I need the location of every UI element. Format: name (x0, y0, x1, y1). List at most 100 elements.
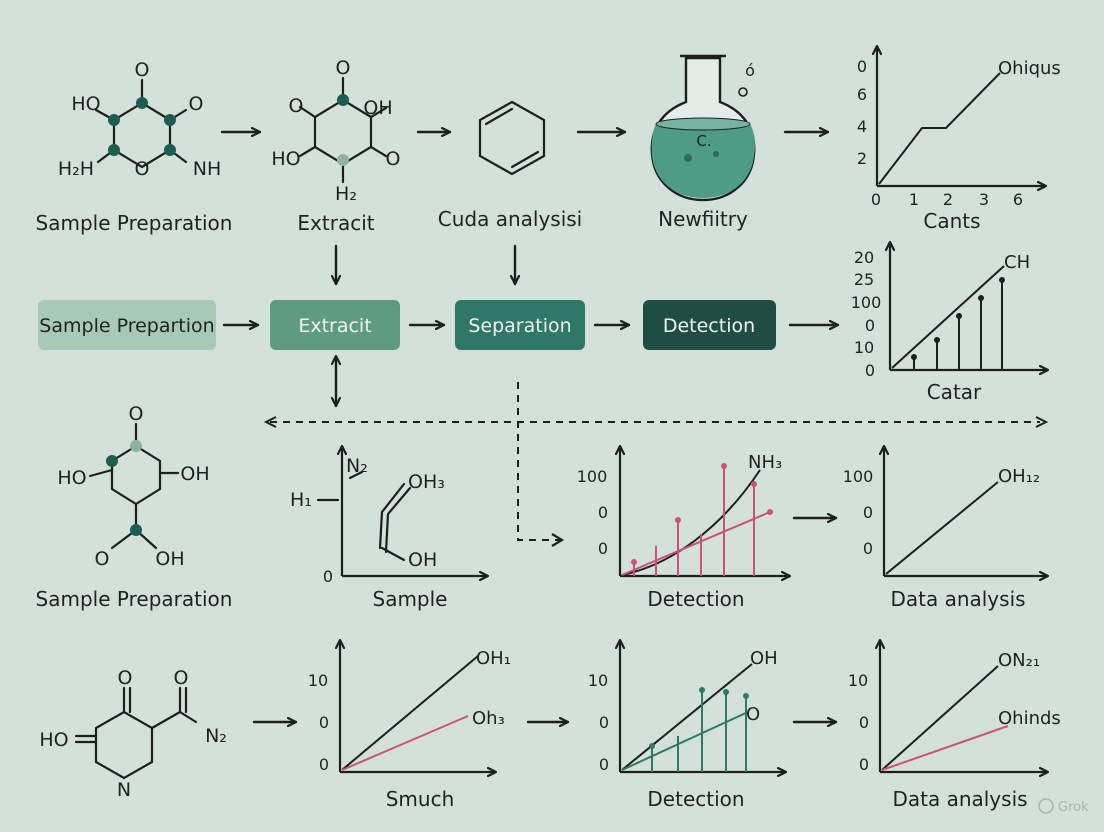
y-tick: 0 (859, 755, 869, 774)
molecule-extract: O O OH HO O H₂ Extracit (271, 57, 400, 235)
stage-sample-prep[interactable]: Sample Prepartion (38, 300, 216, 350)
x-tick: 6 (1013, 190, 1023, 209)
molecule-row3: O HO OH O OH Sample Preparation (36, 403, 233, 611)
y-tick: 0 (863, 539, 873, 558)
atom-label: O (95, 548, 110, 570)
series-label: NH₃ (748, 452, 782, 473)
series-label: Ohiqus (998, 58, 1061, 79)
y-tick: 6 (857, 85, 867, 104)
plot-smuch: OH₁ Oh₃ 10 0 0 Smuch (308, 640, 511, 811)
y-tick: 10 (848, 671, 868, 690)
y-tick: 0 (857, 57, 867, 76)
molecule-pyridine: O O N₂ HO N (39, 667, 227, 801)
x-tick: 3 (979, 190, 989, 209)
watermark-text: Grok (1058, 800, 1089, 815)
atom-label: H₂ (335, 183, 357, 205)
y-tick: 4 (857, 117, 867, 136)
y-tick: 0 (863, 503, 873, 522)
y-tick: 0 (319, 755, 329, 774)
stage-separation[interactable]: Separation (455, 300, 585, 350)
x-axis-label: Detection (647, 787, 744, 811)
series-label: Ohinds (998, 708, 1061, 729)
stage-extract[interactable]: Extracit (270, 300, 400, 350)
plot-data-analysis-row4: ON₂₁ Ohinds 10 0 0 Data analysis (848, 640, 1061, 811)
atom-label: HO (271, 148, 300, 170)
x-axis-label: Cants (923, 209, 980, 233)
green-stems (649, 687, 749, 772)
dashed-connector (517, 382, 560, 541)
plot-data-analysis-row3: OH₁₂ 100 0 0 Data analysis (843, 446, 1048, 611)
y-tick: 100 (577, 467, 608, 486)
atom-label: O (289, 95, 304, 117)
plot-label: OH₃ (408, 471, 445, 493)
atom-label: N₂ (205, 725, 227, 747)
x-tick: 2 (943, 190, 953, 209)
bubbles-text: ó (745, 61, 755, 80)
y-tick: 0 (859, 713, 869, 732)
plot-label: N₂ (346, 455, 368, 477)
molecule-sample-prep: O HO O H₂H O NH Sample Preparation (36, 59, 233, 235)
atom-label: O (386, 148, 401, 170)
plot-detection-row3: NH₃ 100 0 0 Detection (577, 446, 790, 611)
y-tick: 0 (865, 316, 875, 335)
series-label: Oh₃ (472, 708, 505, 729)
y-tick: 10 (308, 671, 328, 690)
x-tick: 0 (871, 190, 881, 209)
y-tick: 0 (598, 503, 608, 522)
plot-label: OH (408, 549, 437, 571)
y-tick: 0 (599, 713, 609, 732)
y-tick: 100 (851, 293, 882, 312)
caption-sample-prep: Sample Preparation (36, 587, 233, 611)
caption-cuda-analysis: Cuda analysisi (438, 207, 582, 231)
y-tick: 0 (323, 567, 333, 586)
flask-icon: C. ó Newfiitry (650, 54, 756, 231)
atom-label: O (135, 59, 150, 81)
x-axis-label: Smuch (386, 787, 455, 811)
x-axis-label: Data analysis (890, 587, 1025, 611)
y-tick: 0 (319, 713, 329, 732)
flask-text: C. (696, 132, 711, 150)
y-tick: 2 (857, 149, 867, 168)
molecule-benzene: Cuda analysisi (438, 100, 582, 231)
atom-label: N (117, 779, 131, 801)
plot-label: H₁ (290, 489, 312, 511)
stage-detection[interactable]: Detection (643, 300, 776, 350)
plot-sample: N₂ H₁ OH₃ OH 0 Sample (290, 446, 488, 611)
chart-stem: CH 20 25 100 0 10 0 Catar (851, 242, 1048, 404)
y-tick: 0 (865, 361, 875, 380)
series-label: OH₁₂ (998, 466, 1040, 487)
atom-label: O (129, 403, 144, 425)
series-label: O (746, 704, 760, 725)
caption-extract: Extracit (297, 211, 374, 235)
atom-label: HO (39, 729, 68, 751)
caption-sample-prep: Sample Preparation (36, 211, 233, 235)
series-label: CH (1004, 252, 1030, 273)
y-tick: 0 (598, 539, 608, 558)
caption-flask: Newfiitry (658, 207, 748, 231)
y-tick: 0 (599, 755, 609, 774)
atom-label: O (189, 93, 204, 115)
atom-label: HO (57, 467, 86, 489)
x-axis-label: Data analysis (892, 787, 1027, 811)
y-tick: 25 (854, 270, 874, 289)
x-axis-label: Sample (373, 587, 448, 611)
stage-label: Sample Prepartion (39, 315, 214, 337)
x-tick: 1 (909, 190, 919, 209)
stage-label: Separation (468, 315, 571, 337)
atom-label: O (336, 57, 351, 79)
plot-detection-row4: OH O 10 0 0 Detection (588, 640, 786, 811)
atom-label: O (135, 158, 150, 180)
x-axis-label: Detection (647, 587, 744, 611)
atom-label: H₂H (58, 158, 94, 180)
y-tick: 10 (588, 671, 608, 690)
series-label: OH₁ (476, 648, 511, 669)
atom-label: NH (193, 158, 222, 180)
watermark: Grok (1038, 798, 1089, 815)
atom-label: O (118, 667, 133, 689)
atom-label: O (174, 667, 189, 689)
atom-label: OH (180, 463, 209, 485)
pink-stems (631, 463, 773, 576)
series-label: ON₂₁ (998, 650, 1040, 671)
stage-label: Extracit (298, 315, 371, 337)
